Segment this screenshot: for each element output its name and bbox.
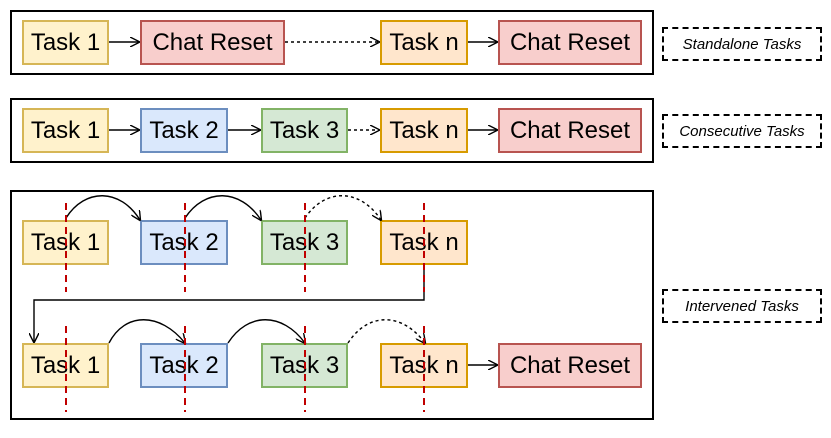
intervened-wrap-connector: [34, 265, 425, 342]
intervened-row2-curve-2: [227, 319, 305, 343]
standalone-chat-reset-box: Chat Reset: [140, 20, 285, 65]
consecutive-task-1-box: Task 1: [22, 108, 109, 153]
intervened-row2-chat-reset-box: Chat Reset: [498, 343, 642, 388]
intervened-tasks-label: Intervened Tasks: [662, 289, 822, 323]
consecutive-chat-reset-box: Chat Reset: [498, 108, 642, 153]
consecutive-task-3-box: Task 3: [261, 108, 348, 153]
intervened-row1-curve-2: [184, 195, 261, 220]
standalone-task-1-box: Task 1: [22, 20, 109, 65]
consecutive-task-n-box: Task n: [380, 108, 468, 153]
standalone-tasks-label: Standalone Tasks: [662, 27, 822, 61]
intervened-row2-curve-1: [108, 319, 185, 343]
intervened-row1-dashed-curve: [304, 195, 381, 220]
intervened-row2-dashed-curve: [347, 319, 425, 343]
intervened-row1-curve-1: [65, 195, 140, 220]
consecutive-tasks-label: Consecutive Tasks: [662, 114, 822, 148]
standalone-task-n-box: Task n: [380, 20, 468, 65]
consecutive-task-2-box: Task 2: [140, 108, 228, 153]
standalone-chat-reset-final-box: Chat Reset: [498, 20, 642, 65]
